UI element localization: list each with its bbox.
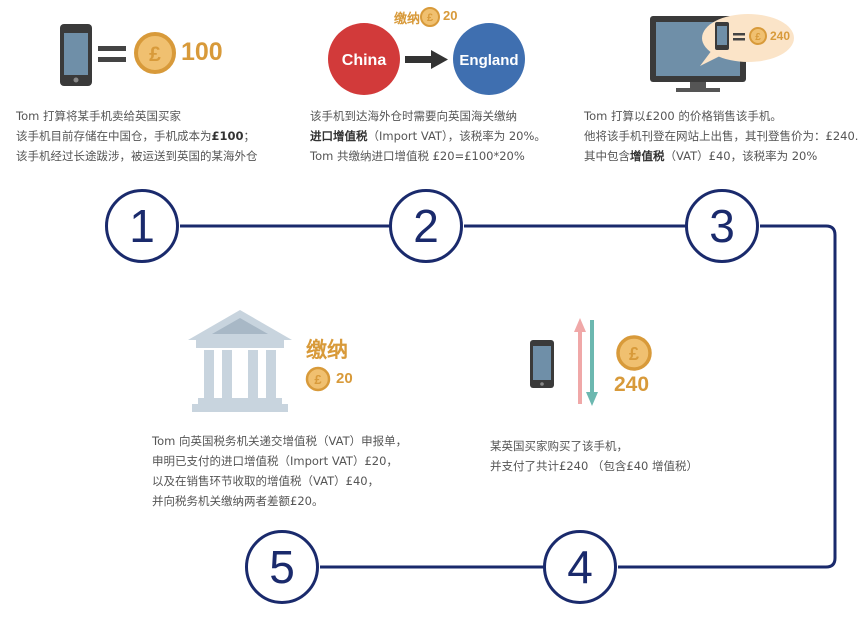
china-circle: [328, 23, 400, 95]
step-1-circle: 1: [105, 189, 179, 263]
step-5-circle: 5: [245, 530, 319, 604]
bubble-phone-icon: [715, 22, 729, 50]
svg-text:£: £: [314, 372, 322, 387]
step5-pay-label: 缴纳: [306, 339, 348, 362]
to-country: England: [459, 52, 518, 69]
svg-text:£: £: [427, 12, 433, 24]
step5-description: Tom 向英国税务机关递交增值税（VAT）申报单， 申明已支付的进口增值税（Im…: [152, 434, 408, 508]
coin-icon: £: [616, 335, 652, 371]
step4-amount: 240: [614, 373, 650, 396]
bank-icon: [188, 310, 292, 412]
svg-text:£: £: [149, 43, 161, 66]
coin-icon: £: [305, 366, 331, 392]
step5-pay-amount: 20: [336, 370, 353, 387]
step1-description: Tom 打算将某手机卖给英国买家 该手机目前存储在中国仓，手机成本为£100； …: [16, 109, 258, 163]
svg-text:£: £: [629, 344, 639, 364]
step2-description: 该手机到达海外仓时需要向英国海关缴纳 进口增值税（Import VAT），该税率…: [310, 109, 546, 163]
bubble-coin-icon: £: [749, 27, 767, 45]
coin-icon: £: [134, 32, 176, 74]
exchange-arrows-icon: [574, 318, 598, 406]
step1-amount: 100: [181, 38, 223, 66]
step4-description: 某英国买家购买了该手机， 并支付了共计£240 （包含£40 增值税）: [490, 439, 699, 473]
small-coin-icon: £: [420, 7, 440, 27]
step2-pay-label: 缴纳: [394, 11, 421, 26]
bubble-equals-icon: [733, 33, 745, 41]
step-3-circle: 3: [685, 189, 759, 263]
step-4-circle: 4: [543, 530, 617, 604]
svg-text:£: £: [755, 32, 761, 43]
phone-icon: [530, 340, 554, 388]
phone-icon: [60, 24, 92, 86]
arrow-right-icon: [405, 50, 448, 69]
step2-pay-amount: 20: [443, 8, 458, 23]
step3-bubble-amount: 240: [770, 29, 791, 43]
england-circle: [453, 23, 525, 95]
equals-icon: [98, 46, 126, 62]
from-country: China: [342, 52, 387, 69]
step-2-circle: 2: [389, 189, 463, 263]
step3-description: Tom 打算以£200 的价格销售该手机。 他将该手机刊登在网站上出售，其刊登售…: [584, 109, 859, 163]
